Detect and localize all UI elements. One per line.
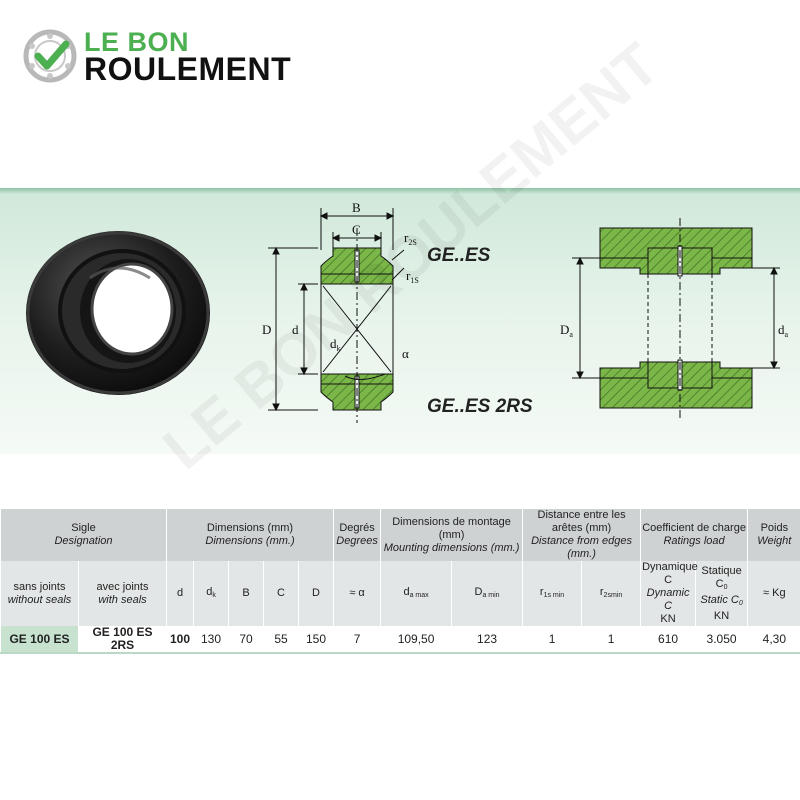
- cell-dk: 130: [193, 626, 229, 654]
- cell-weight: 4,30: [747, 626, 800, 654]
- header-dk: dk: [193, 561, 229, 626]
- label-Da: Da: [560, 322, 573, 339]
- section-drawing-left: [268, 208, 405, 423]
- cell-d: 100: [166, 626, 194, 654]
- brand-logo: LE BON ROULEMENT: [22, 26, 312, 86]
- bearing-check-logo-icon: [23, 29, 77, 83]
- label-alpha: α: [402, 346, 409, 361]
- header-B: B: [228, 561, 264, 626]
- cell-without-seals: GE 100 ES: [0, 626, 79, 654]
- series-label-ge-es-2rs: GE..ES 2RS: [427, 396, 533, 417]
- label-r2s: r2S: [404, 230, 417, 247]
- label-r1s: r1S: [406, 268, 419, 285]
- header-da-max: da max: [380, 561, 452, 626]
- header-r2s: r2smin: [581, 561, 641, 626]
- brand-line1: LE BON: [84, 27, 190, 57]
- header-dimensions: Dimensions (mm)Dimensions (mm.): [165, 509, 334, 561]
- cell-dynamic-c: 610: [640, 626, 696, 654]
- header-static-c0: Statique C0 Static C0 KN: [695, 561, 748, 626]
- band-top-stripe: [0, 188, 800, 194]
- mounting-drawing-right: [572, 218, 780, 420]
- cell-Da-min: 123: [451, 626, 523, 654]
- header-C: C: [263, 561, 299, 626]
- label-B: B: [352, 200, 361, 215]
- header-r1s: r1s min: [522, 561, 582, 626]
- cell-alpha: 7: [333, 626, 381, 654]
- label-D: D: [262, 322, 271, 337]
- bearing-photo: [26, 231, 210, 395]
- brand-line2: ROULEMENT: [84, 51, 292, 87]
- header-alpha: ≈ α: [333, 561, 381, 626]
- header-Da-min: Da min: [451, 561, 523, 626]
- cell-r1s: 1: [522, 626, 582, 654]
- label-da: da: [778, 322, 789, 339]
- cell-D: 150: [297, 626, 334, 654]
- header-distance: Distance entre les arêtes (mm)Distance f…: [522, 509, 641, 561]
- table-row: GE 100 ES GE 100 ES 2RS 100 130 70 55 15…: [0, 626, 800, 654]
- header-d: d: [166, 561, 194, 626]
- header-montage: Dimensions de montage (mm)Mounting dimen…: [380, 509, 523, 561]
- header-dynamic-c: Dynamique C Dynamic C KN: [640, 561, 698, 626]
- header-D: D: [297, 561, 334, 626]
- cell-B: 70: [228, 626, 264, 654]
- cell-da-max: 109,50: [380, 626, 452, 654]
- label-C: C: [352, 222, 361, 237]
- cell-r2s: 1: [581, 626, 641, 654]
- cell-with-seals: GE 100 ES 2RS: [78, 626, 167, 654]
- label-d: d: [292, 322, 299, 337]
- label-dk: dk: [330, 336, 341, 353]
- cell-C: 55: [263, 626, 299, 654]
- cell-static-c0: 3.050: [695, 626, 748, 654]
- series-label-ge-es: GE..ES: [427, 245, 491, 266]
- bearing-technical-drawing: B C D d dk r2S r1S α Da da: [26, 200, 789, 423]
- header-weight: ≈ Kg: [747, 561, 800, 626]
